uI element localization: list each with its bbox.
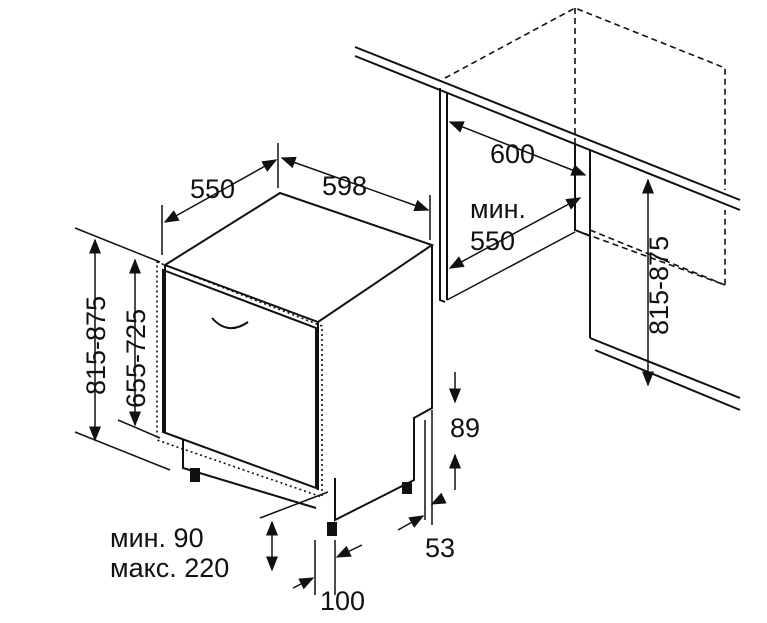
label-plinth-max: макс. 220 bbox=[110, 553, 229, 583]
label-niche-depth: 550 bbox=[470, 226, 515, 256]
label-plinth-min: мин. 90 bbox=[110, 523, 204, 553]
label-total-height: 815-875 bbox=[81, 296, 111, 395]
label-plinth-side: 53 bbox=[425, 533, 455, 563]
label-depth: 550 bbox=[190, 174, 235, 204]
label-width: 598 bbox=[322, 171, 367, 201]
kitchen-cabinet bbox=[354, 7, 741, 411]
feet bbox=[190, 468, 412, 536]
label-niche-width: 600 bbox=[490, 139, 535, 169]
label-niche-depth-prefix: мин. bbox=[470, 194, 526, 224]
label-plinth-top: 89 bbox=[450, 413, 480, 443]
dishwasher-body bbox=[156, 191, 435, 536]
label-body-height: 655-725 bbox=[121, 309, 151, 408]
dimension-lines bbox=[74, 121, 654, 595]
door-handle bbox=[211, 317, 249, 329]
label-plinth-depth: 100 bbox=[320, 586, 365, 616]
label-niche-height: 815-875 bbox=[644, 236, 674, 335]
